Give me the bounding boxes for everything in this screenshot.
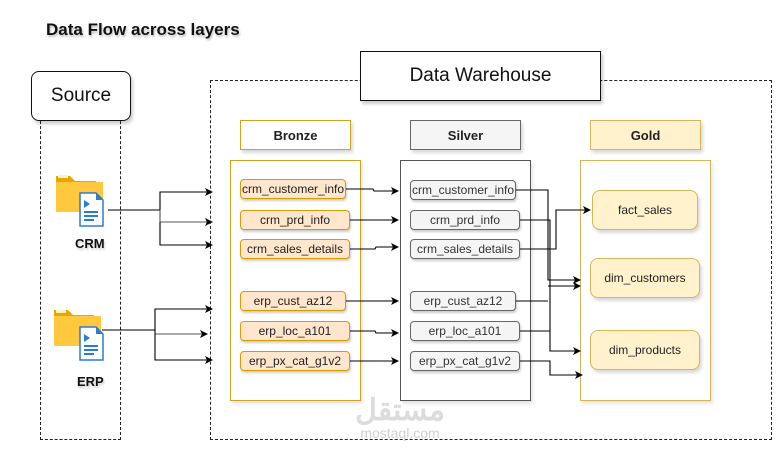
silver-table[interactable]: erp_loc_a101: [410, 321, 520, 341]
bronze-table[interactable]: crm_customer_info: [240, 179, 346, 199]
folder-document-icon: [56, 175, 104, 227]
watermark-arabic: مستقل: [355, 394, 445, 427]
erp-label: ERP: [77, 374, 104, 389]
folder-document-icon: [54, 310, 104, 361]
gold-table-fact-sales[interactable]: fact_sales: [592, 190, 698, 230]
bronze-table[interactable]: crm_prd_info: [240, 210, 350, 230]
bronze-table[interactable]: erp_px_cat_g1v2: [240, 351, 350, 371]
gold-table-dim-customers[interactable]: dim_customers: [590, 258, 700, 298]
silver-table[interactable]: erp_px_cat_g1v2: [410, 351, 520, 371]
flow-crm-to-bronze: [159, 222, 213, 249]
crm-label: CRM: [75, 236, 105, 251]
bronze-table[interactable]: erp_loc_a101: [240, 321, 350, 341]
erp-source[interactable]: ERP: [52, 306, 112, 396]
diagram-title: Data Flow across layers: [46, 20, 240, 39]
silver-table[interactable]: crm_sales_details: [410, 239, 520, 259]
bronze-table[interactable]: crm_sales_details: [240, 239, 350, 259]
silver-table[interactable]: erp_cust_az12: [410, 291, 516, 311]
warehouse-label: Data Warehouse: [360, 51, 601, 101]
watermark: مستقل mostaql.com: [340, 394, 460, 441]
gold-table-dim-products[interactable]: dim_products: [590, 330, 700, 370]
flow-crm-to-bronze: [159, 210, 213, 226]
bronze-table[interactable]: erp_cust_az12: [240, 291, 346, 311]
silver-table[interactable]: crm_customer_info: [410, 180, 516, 200]
gold-layer-header: Gold: [590, 120, 701, 150]
silver-layer-header: Silver: [410, 120, 521, 150]
source-label: Source: [31, 71, 131, 121]
bronze-layer-header: Bronze: [240, 120, 351, 150]
flow-crm-to-bronze: [108, 188, 213, 211]
watermark-latin: mostaql.com: [360, 425, 440, 441]
crm-source[interactable]: CRM: [54, 168, 114, 258]
flow-erp-to-bronze: [154, 330, 213, 364]
silver-table[interactable]: crm_prd_info: [410, 210, 520, 230]
